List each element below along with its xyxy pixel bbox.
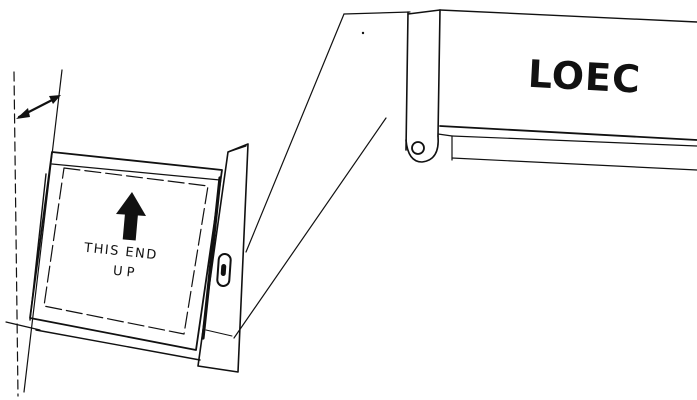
- hinge-bracket: [405, 9, 441, 163]
- this-end-up-arrow-icon: [116, 192, 146, 241]
- cassette-label-line-2: UP: [112, 264, 139, 282]
- hinge-pin-icon: [411, 141, 425, 155]
- projection-lines: [233, 11, 411, 339]
- angle-reference-lines: [5, 69, 63, 397]
- angle-indicator-arrow: [16, 95, 61, 119]
- machine-housing: [437, 9, 697, 171]
- brand-logo: LOEC: [527, 52, 642, 102]
- latch-icon: [216, 253, 232, 287]
- slot-panel: [197, 143, 249, 373]
- cassette-label: THIS END UP: [82, 241, 158, 282]
- cassette-label-line-1: THIS END: [82, 241, 158, 264]
